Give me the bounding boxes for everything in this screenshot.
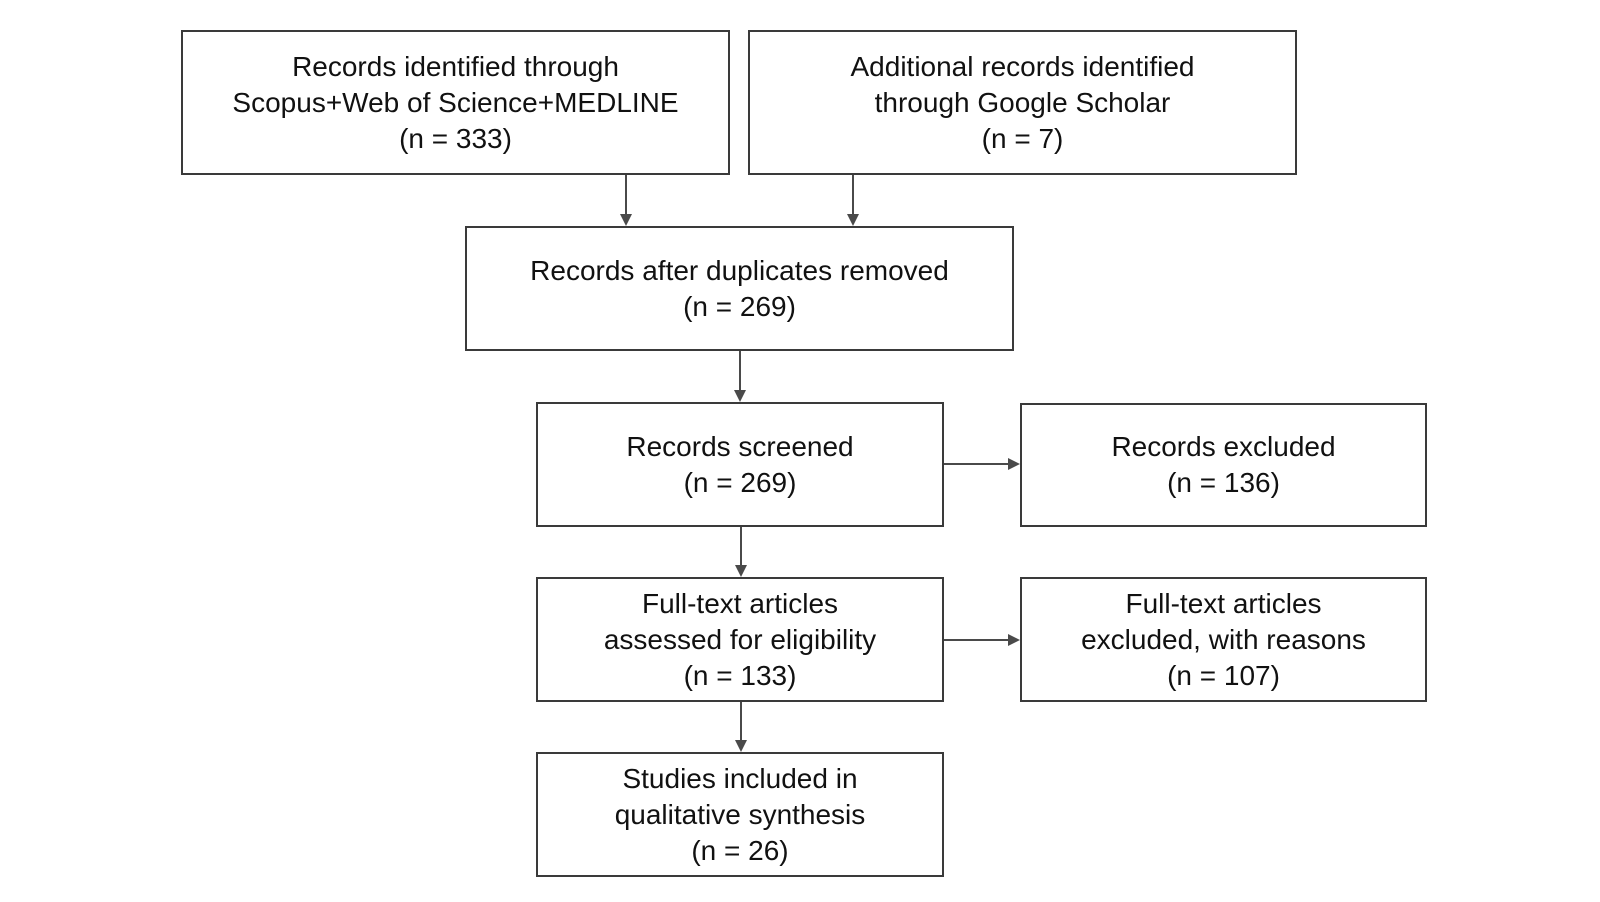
identified-database-line1: Records identified through xyxy=(292,50,619,82)
fulltext-assessed-line2: assessed for eligibility xyxy=(603,623,877,655)
identified-database-records-box: Records identified through Scopus+Web of… xyxy=(181,30,730,175)
additional-records-line2: through Google Scholar xyxy=(874,86,1171,118)
identified-database-count: (n = 333) xyxy=(399,122,512,154)
records-excluded-count: (n = 136) xyxy=(1167,467,1280,498)
arrow-db-to-dedup xyxy=(620,175,632,226)
fulltext-excluded-line2: excluded, with reasons xyxy=(1081,623,1366,655)
duplicates-removed-box: Records after duplicates removed (n = 26… xyxy=(465,226,1014,351)
records-screened-count: (n = 269) xyxy=(683,466,797,498)
arrow-fulltext-to-included xyxy=(735,702,747,752)
identified-database-line2: Scopus+Web of Science+MEDLINE xyxy=(232,86,679,118)
duplicates-removed-label: Records after duplicates removed xyxy=(530,254,949,286)
studies-included-line2: qualitative synthesis xyxy=(614,798,866,830)
records-excluded-label: Records excluded xyxy=(1111,431,1336,462)
fulltext-assessed-line1: Full-text articles xyxy=(641,587,839,619)
studies-included-box: Studies included in qualitative synthesi… xyxy=(536,752,944,877)
records-excluded-box: Records excluded (n = 136) xyxy=(1020,403,1427,527)
additional-records-count: (n = 7) xyxy=(981,122,1064,154)
records-screened-box: Records screened (n = 269) xyxy=(536,402,944,527)
additional-records-box: Additional records identified through Go… xyxy=(748,30,1297,175)
arrow-dedup-to-screened xyxy=(734,351,746,402)
studies-included-count: (n = 26) xyxy=(691,834,789,866)
records-screened-label: Records screened xyxy=(626,430,854,462)
arrow-scholar-to-dedup xyxy=(847,175,859,226)
studies-included-line1: Studies included in xyxy=(622,762,858,794)
additional-records-line1: Additional records identified xyxy=(850,50,1195,82)
arrow-fulltext-to-excluded xyxy=(944,634,1020,646)
fulltext-excluded-count: (n = 107) xyxy=(1167,659,1280,691)
fulltext-excluded-box: Full-text articles excluded, with reason… xyxy=(1020,577,1427,702)
arrow-screened-to-excluded xyxy=(944,458,1020,470)
fulltext-assessed-count: (n = 133) xyxy=(683,659,797,691)
fulltext-assessed-box: Full-text articles assessed for eligibil… xyxy=(536,577,944,702)
fulltext-excluded-line1: Full-text articles xyxy=(1125,587,1322,619)
duplicates-removed-count: (n = 269) xyxy=(683,290,796,322)
arrow-screened-to-fulltext xyxy=(735,527,747,577)
